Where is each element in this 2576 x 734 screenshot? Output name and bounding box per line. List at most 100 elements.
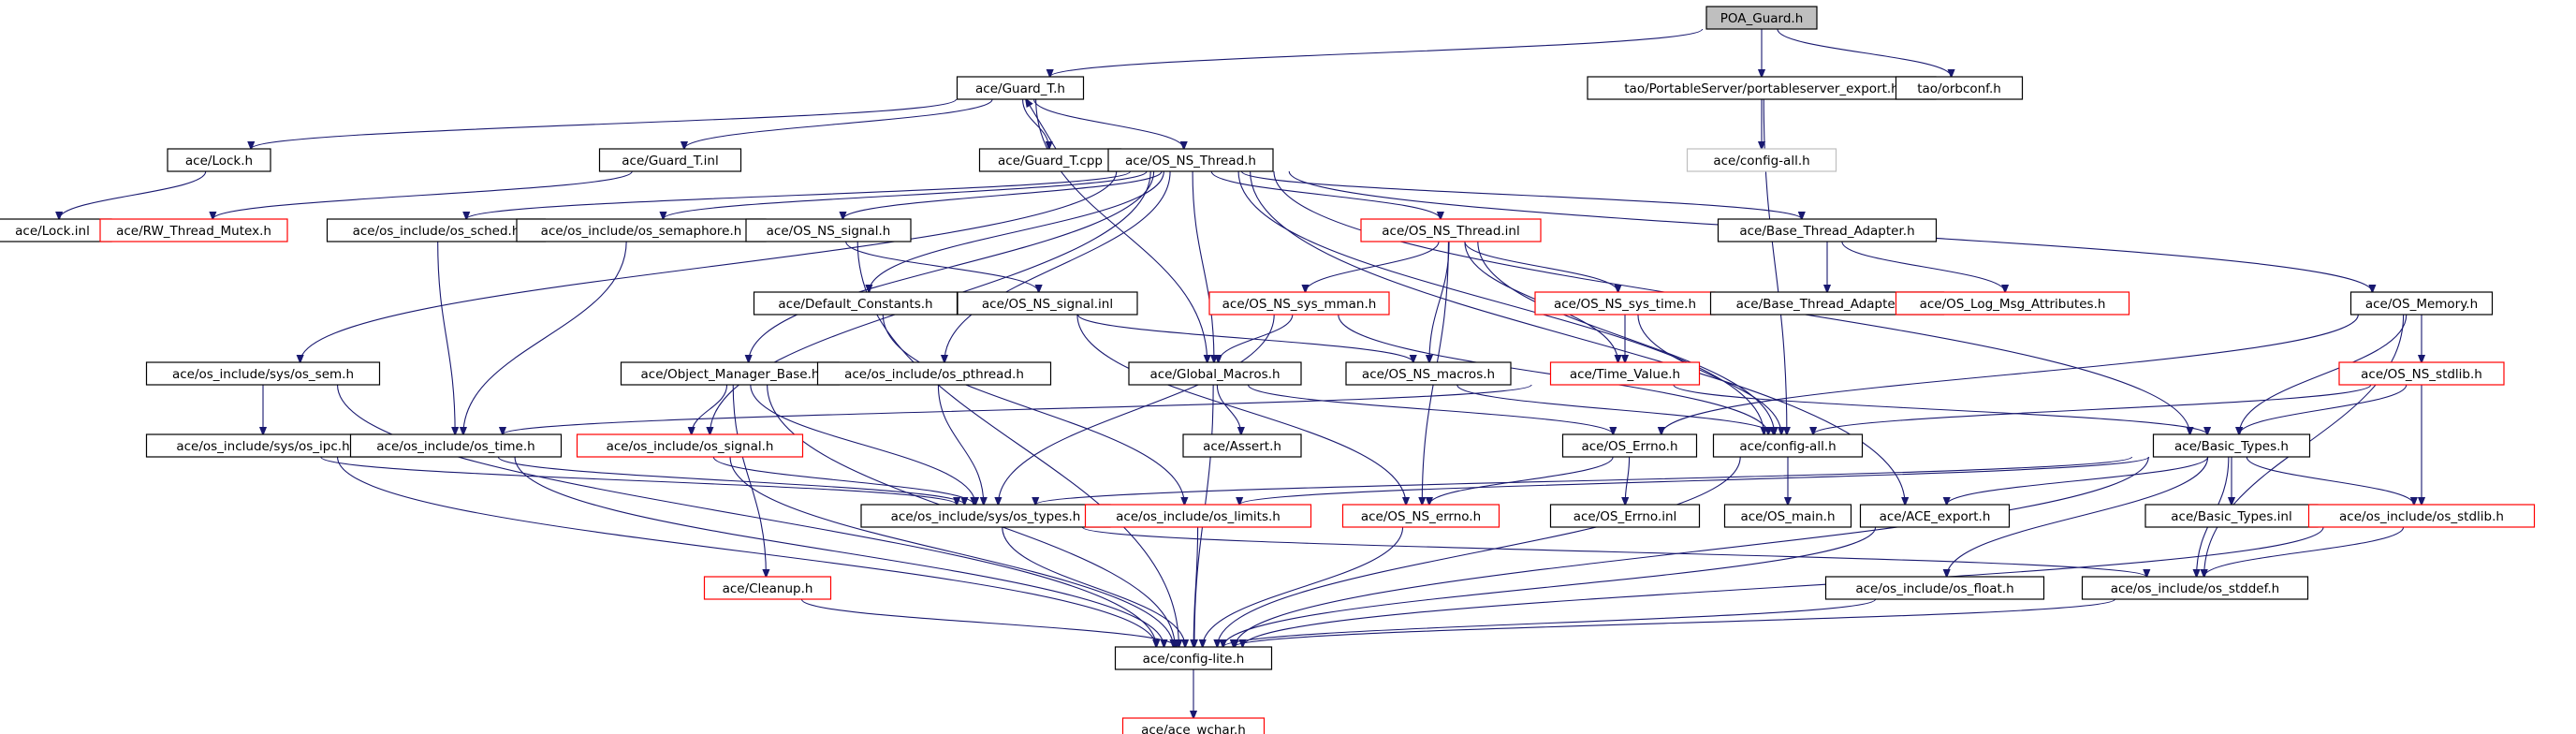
node-label: ace/OS_NS_errno.h [1361, 509, 1481, 524]
node-label: ace/config-all.h [1713, 154, 1809, 169]
node-object-manager-base[interactable]: ace/Object_Manager_Base.h [620, 361, 841, 386]
node-os-ns-signal-inl[interactable]: ace/OS_NS_signal.inl [957, 291, 1138, 316]
node-config-all[interactable]: ace/config-all.h [1712, 433, 1864, 458]
node-label: ace/Time_Value.h [1570, 367, 1680, 382]
node-os-ns-thread-h[interactable]: ace/OS_NS_Thread.h [1107, 148, 1274, 172]
edge-os-memory-to-basic-types-h [2239, 314, 2408, 434]
node-label: ace/OS_NS_sys_mman.h [1222, 297, 1377, 312]
node-os-errno-h[interactable]: ace/OS_Errno.h [1561, 433, 1698, 458]
edge-os-ns-thread-h-to-os-ns-thread-inl [1210, 170, 1441, 219]
node-os-types[interactable]: ace/os_include/sys/os_types.h [860, 504, 1111, 528]
edge-os-stdlib-to-os-stddef [2204, 526, 2405, 577]
node-box [1549, 361, 1701, 386]
edge-time-value-to-os-time [503, 384, 1532, 434]
node-time-value[interactable]: ace/Time_Value.h [1549, 361, 1701, 386]
node-label: ace/os_include/sys/os_types.h [891, 509, 1081, 524]
node-guard-t-inl[interactable]: ace/Guard_T.inl [598, 148, 742, 172]
node-label: POA_Guard.h [1720, 11, 1804, 26]
node-label: ace/Global_Macros.h [1149, 367, 1280, 382]
node-os-log-msg-attributes[interactable]: ace/OS_Log_Msg_Attributes.h [1895, 291, 2130, 316]
node-cleanup[interactable]: ace/Cleanup.h [703, 576, 832, 600]
node-label: ace/OS_NS_Thread.inl [1382, 224, 1519, 239]
node-box [1561, 433, 1698, 458]
edge-time-value-to-basic-types-h [1673, 384, 2207, 434]
node-os-sem[interactable]: ace/os_include/sys/os_sem.h [145, 361, 381, 386]
node-box [816, 361, 1052, 386]
node-os-signal[interactable]: ace/os_include/os_signal.h [576, 433, 804, 458]
node-label: ace/config-lite.h [1143, 652, 1245, 667]
node-label: ace/Basic_Types.h [2174, 439, 2289, 454]
edge-os-pthread-to-os-types [937, 384, 983, 505]
node-box [1717, 218, 1938, 242]
node-lock-h[interactable]: ace/Lock.h [167, 148, 271, 172]
node-assert-h[interactable]: ace/Assert.h [1182, 433, 1302, 458]
node-os-ns-sys-time[interactable]: ace/OS_NS_sys_time.h [1534, 291, 1716, 316]
edge-os-stddef-to-config-lite [1234, 598, 2115, 647]
node-box [1084, 504, 1312, 528]
node-os-ns-macros[interactable]: ace/OS_NS_macros.h [1345, 361, 1512, 386]
node-portableserver-export[interactable]: tao/PortableServer/portableserver_export… [1587, 76, 1937, 100]
node-box [957, 291, 1138, 316]
node-os-pthread[interactable]: ace/os_include/os_pthread.h [816, 361, 1052, 386]
node-os-ns-thread-inl[interactable]: ace/OS_NS_Thread.inl [1360, 218, 1542, 242]
node-guard-t-cpp[interactable]: ace/Guard_T.cpp [978, 148, 1122, 172]
edge-os-ns-thread-h-to-os-sem [300, 170, 1118, 362]
node-os-limits[interactable]: ace/os_include/os_limits.h [1084, 504, 1312, 528]
node-os-stdlib[interactable]: ace/os_include/os_stdlib.h [2307, 504, 2536, 528]
node-label: ace/Object_Manager_Base.h [641, 367, 820, 382]
edge-os-memory-to-os-errno-h [1661, 314, 2359, 434]
node-orbconf[interactable]: tao/orbconf.h [1895, 76, 2024, 100]
node-label: ace/os_include/os_semaphore.h [541, 224, 742, 239]
node-os-ns-errno[interactable]: ace/OS_NS_errno.h [1341, 504, 1500, 528]
node-config-all-ext[interactable]: ace/config-all.h [1686, 148, 1837, 172]
edge-os-ns-thread-h-to-os-ns-signal-h [842, 170, 1163, 219]
node-os-sched[interactable]: ace/os_include/os_sched.h [326, 218, 547, 242]
node-basic-types-inl[interactable]: ace/Basic_Types.inl [2144, 504, 2319, 528]
edge-global-macros-to-os-errno-h [1247, 384, 1613, 434]
edge-ace-export-to-config-lite [1223, 526, 1877, 647]
node-base-thread-adapter-h[interactable]: ace/Base_Thread_Adapter.h [1717, 218, 1938, 242]
node-box [598, 148, 742, 172]
node-lock-inl[interactable]: ace/Lock.inl [0, 218, 112, 242]
node-os-ipc[interactable]: ace/os_include/sys/os_ipc.h [145, 433, 381, 458]
edge-os-ns-thread-h-to-base-thread-adapter-h [1240, 170, 1801, 219]
node-rw-thread-mutex[interactable]: ace/RW_Thread_Mutex.h [99, 218, 288, 242]
node-os-ns-signal-h[interactable]: ace/OS_NS_signal.h [745, 218, 912, 242]
node-label: ace/Guard_T.inl [622, 154, 718, 169]
node-box [2338, 361, 2505, 386]
node-default-constants[interactable]: ace/Default_Constants.h [753, 291, 959, 316]
edge-guard-t-h-to-guard-t-cpp [1022, 98, 1049, 149]
node-os-main[interactable]: ace/OS_main.h [1723, 504, 1852, 528]
node-ace-export[interactable]: ace/ACE_export.h [1859, 504, 2011, 528]
node-os-semaphore[interactable]: ace/os_include/os_semaphore.h [516, 218, 767, 242]
node-os-memory[interactable]: ace/OS_Memory.h [2349, 291, 2494, 316]
node-box [1686, 148, 1837, 172]
edge-guard-t-h-to-lock-h [251, 98, 958, 149]
node-guard-t-h[interactable]: ace/Guard_T.h [956, 76, 1085, 100]
node-basic-types-h[interactable]: ace/Basic_Types.h [2152, 433, 2311, 458]
node-os-float[interactable]: ace/os_include/os_float.h [1824, 576, 2045, 600]
edge-os-ns-thread-inl-to-os-ns-sys-mman [1305, 241, 1440, 292]
node-label: ace/ACE_export.h [1880, 509, 1991, 524]
node-box [1128, 361, 1302, 386]
edge-os-time-to-os-types [497, 456, 964, 505]
node-box [1723, 504, 1852, 528]
edge-base-thread-adapter-h-to-os-log-msg-attributes [1841, 241, 2005, 292]
node-ace-wchar[interactable]: ace/ace_wchar.h [1121, 717, 1266, 734]
node-os-ns-sys-mman[interactable]: ace/OS_NS_sys_mman.h [1208, 291, 1390, 316]
node-os-time[interactable]: ace/os_include/os_time.h [349, 433, 563, 458]
node-os-stddef[interactable]: ace/os_include/os_stddef.h [2081, 576, 2309, 600]
edge-os-ns-thread-h-to-os-semaphore [663, 170, 1148, 219]
node-label: ace/OS_Errno.h [1581, 439, 1677, 454]
node-global-macros[interactable]: ace/Global_Macros.h [1128, 361, 1302, 386]
edge-basic-types-h-to-os-float [1947, 456, 2209, 577]
node-label: ace/OS_Log_Msg_Attributes.h [1920, 297, 2106, 312]
node-os-errno-inl[interactable]: ace/OS_Errno.inl [1549, 504, 1701, 528]
edges-layer [59, 28, 2422, 718]
node-label: ace/os_include/os_stddef.h [2111, 581, 2279, 596]
edge-guard-t-h-to-os-ns-thread-h [1033, 98, 1184, 149]
node-os-ns-stdlib-h[interactable]: ace/OS_NS_stdlib.h [2338, 361, 2505, 386]
node-config-lite[interactable]: ace/config-lite.h [1114, 646, 1273, 670]
edge-os-ns-macros-to-config-all [1456, 384, 1774, 434]
edge-os-types-to-config-lite [1002, 526, 1185, 647]
